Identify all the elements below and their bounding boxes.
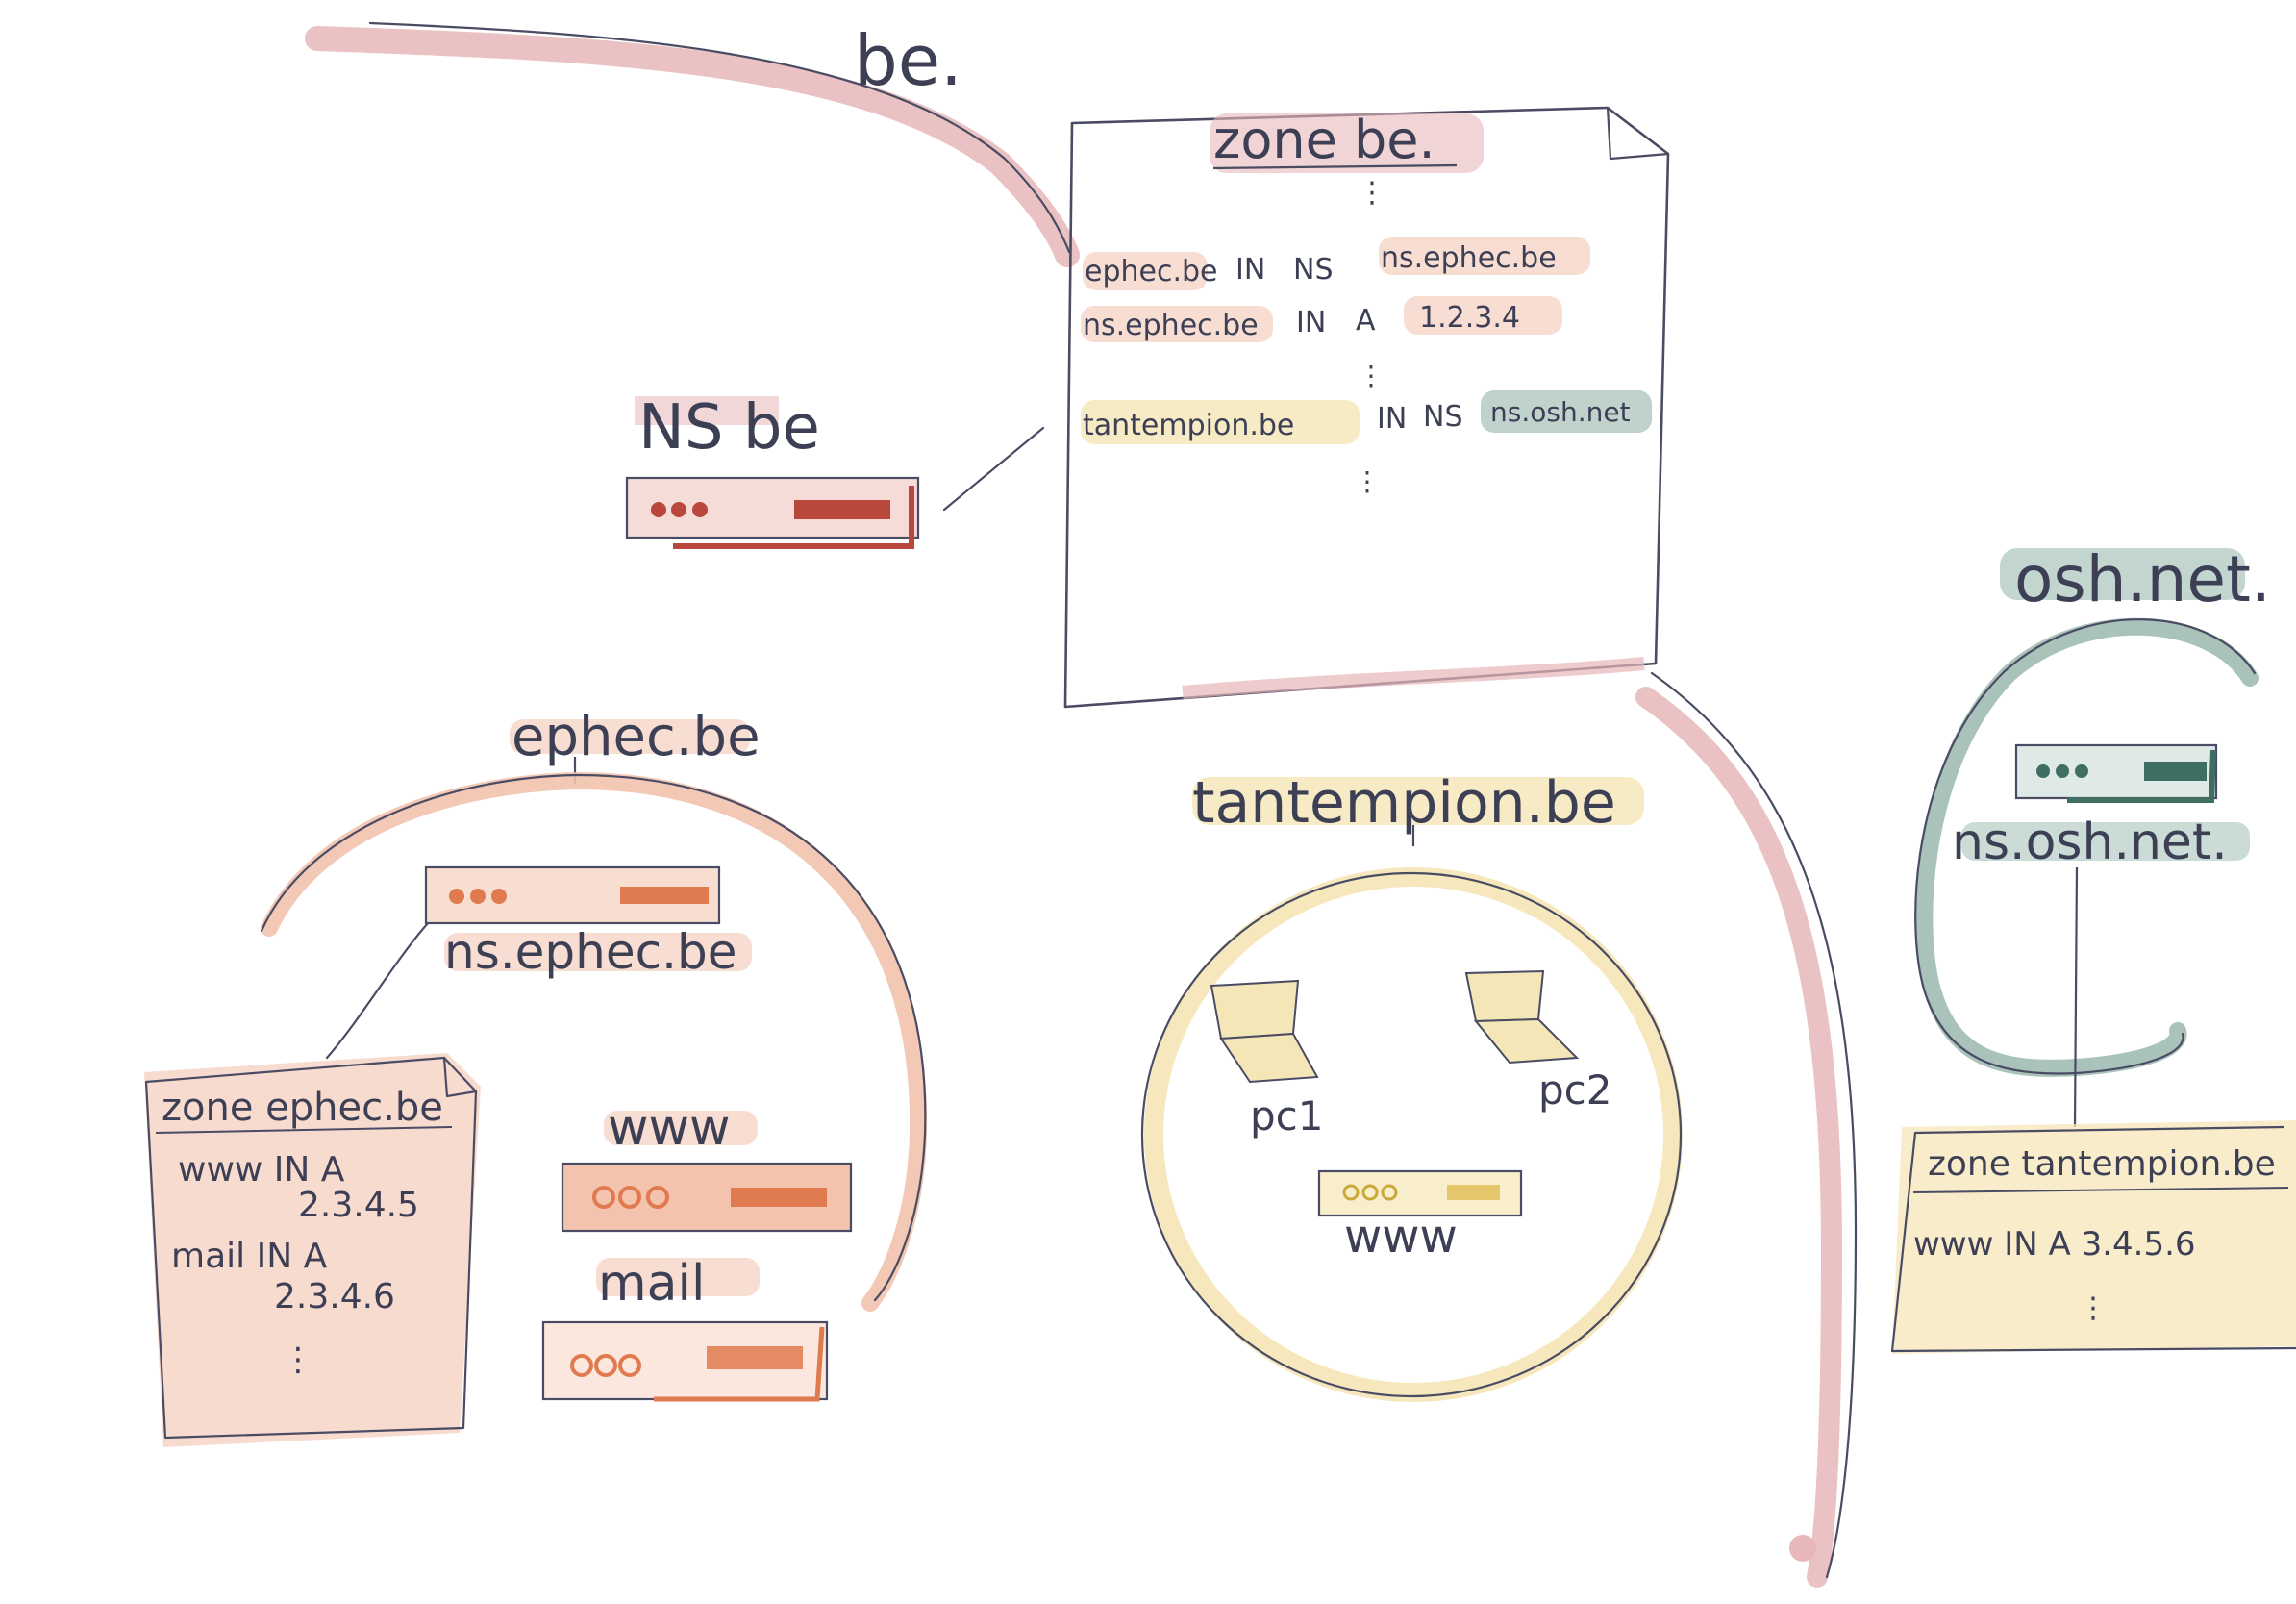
document-icon xyxy=(1890,1120,2296,1354)
record-type: NS xyxy=(1423,400,1462,434)
pc2: pc2 xyxy=(1464,969,1611,1114)
zone-be-record-3: tantempion.be IN NS ns.osh.net xyxy=(1081,390,1652,444)
document-icon xyxy=(1063,106,1670,709)
record-type: A xyxy=(1356,304,1376,338)
tantempion-www-server: www xyxy=(1317,1169,1523,1264)
ellipsis: ⋮ xyxy=(1358,176,1386,210)
tantempion-title: tantempion.be xyxy=(1192,769,1616,837)
record-class: IN xyxy=(1377,402,1407,436)
zone-tantempion-line: www IN A 3.4.5.6 xyxy=(1913,1225,2196,1264)
ns-be: NS be xyxy=(625,392,1045,549)
ns-osh-label: ns.osh.net. xyxy=(1952,814,2228,871)
tld-divider xyxy=(1635,671,1858,1588)
be-title: be. xyxy=(854,20,962,101)
tantempion-www-label: www xyxy=(1344,1210,1458,1264)
pc2-label: pc2 xyxy=(1538,1066,1611,1114)
osh-title: osh.net. xyxy=(2014,542,2271,616)
zone-tantempion-title: zone tantempion.be xyxy=(1928,1144,2276,1184)
pc1-label: pc1 xyxy=(1250,1092,1323,1140)
be-boundary xyxy=(305,26,1080,267)
laptop-icon xyxy=(1464,969,1580,1065)
zone-be-record-1: ephec.be IN NS ns.ephec.be xyxy=(1083,237,1590,290)
zone-ephec-document: zone ephec.be www IN A 2.3.4.5 mail IN A… xyxy=(144,1053,481,1447)
zone-be-record-2: ns.ephec.be IN A 1.2.3.4 xyxy=(1081,296,1562,342)
ellipsis: ⋮ xyxy=(1358,360,1385,391)
laptop-icon xyxy=(1210,979,1319,1084)
ns-osh-server: ns.osh.net. xyxy=(1952,743,2250,871)
record-class: IN xyxy=(1296,306,1326,339)
zone-tantempion-document: zone tantempion.be www IN A 3.4.5.6 ⋮ xyxy=(1890,1120,2296,1354)
tantempion-region: tantempion.be pc1 pc2 xyxy=(1140,769,1683,1402)
record-value: ns.osh.net xyxy=(1490,396,1631,428)
ephec-mail-server: mail xyxy=(541,1255,829,1402)
zone-line-3: mail IN A xyxy=(171,1237,328,1276)
server-icon xyxy=(2014,743,2218,803)
ns-be-label: NS be xyxy=(638,392,820,464)
ns-ephec-server: ns.ephec.be xyxy=(424,865,752,980)
zone-line-1: www IN A xyxy=(178,1150,345,1190)
record-name: ns.ephec.be xyxy=(1083,309,1259,342)
document-icon xyxy=(144,1053,481,1447)
record-value: 1.2.3.4 xyxy=(1419,301,1520,335)
server-icon xyxy=(424,865,721,925)
server-icon xyxy=(541,1320,829,1402)
ephec-www-label: www xyxy=(608,1099,731,1157)
ephec-www-server: www xyxy=(561,1099,853,1233)
ellipsis: ⋮ xyxy=(282,1341,314,1379)
zone-be-title: zone be. xyxy=(1213,110,1435,170)
record-class: IN xyxy=(1235,253,1265,287)
zone-be-document: zone be. ⋮ ephec.be IN NS ns.ephec.be ns… xyxy=(1063,106,1670,709)
server-icon xyxy=(1317,1169,1523,1217)
ellipsis: ⋮ xyxy=(1354,465,1381,497)
be-region: be. xyxy=(305,20,1080,267)
server-icon xyxy=(625,476,920,549)
ephec-region: ephec.be ns.ephec.be zone ephec.be xyxy=(144,706,928,1447)
osh-region: osh.net. ns.osh.net. zone tantempion.be xyxy=(1890,542,2296,1354)
record-name: ephec.be xyxy=(1085,255,1218,288)
zone-line-4: 2.3.4.6 xyxy=(274,1277,395,1316)
ellipsis: ⋮ xyxy=(2079,1291,2108,1325)
record-type: NS xyxy=(1293,253,1333,287)
ephec-mail-label: mail xyxy=(598,1255,705,1313)
pc1: pc1 xyxy=(1210,979,1323,1140)
zone-line-2: 2.3.4.5 xyxy=(298,1186,419,1225)
record-value: ns.ephec.be xyxy=(1381,241,1557,275)
ephec-title: ephec.be xyxy=(512,706,761,768)
server-icon xyxy=(561,1162,853,1233)
zone-ephec-title: zone ephec.be xyxy=(162,1086,443,1130)
record-name: tantempion.be xyxy=(1083,409,1294,442)
ns-ephec-label: ns.ephec.be xyxy=(444,924,736,980)
